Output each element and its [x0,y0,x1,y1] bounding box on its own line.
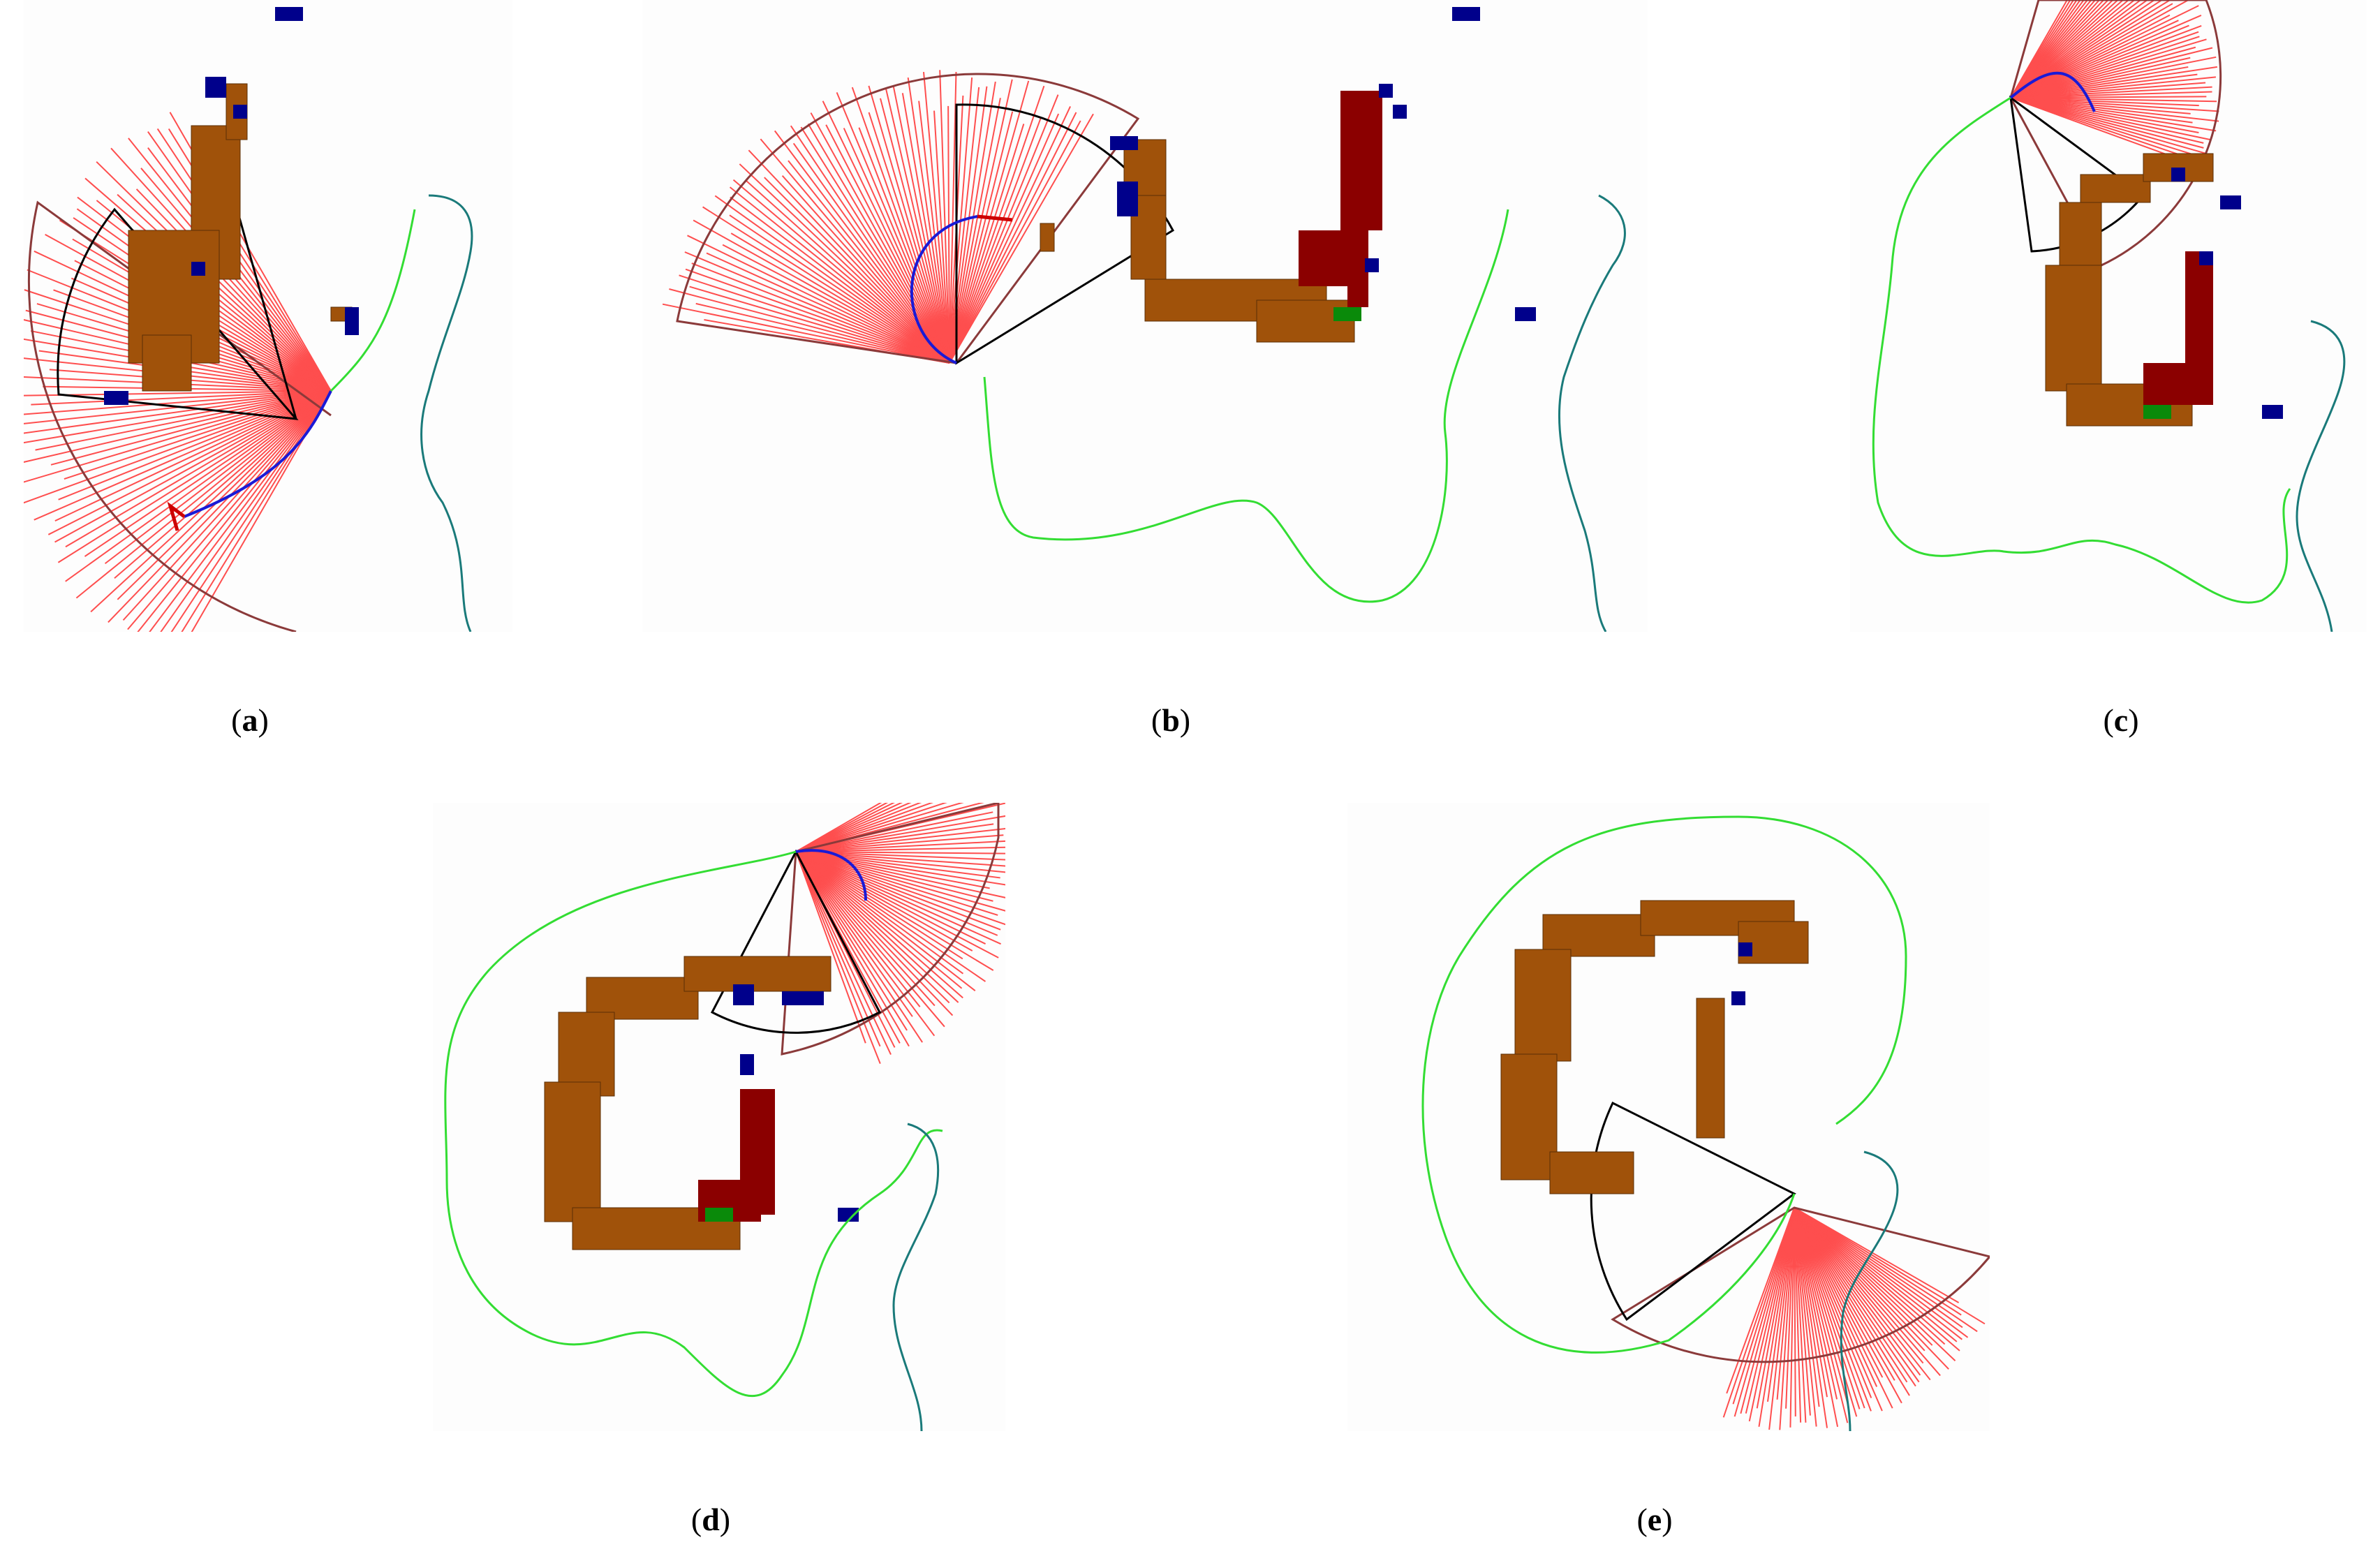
panel-d-plot [433,803,1005,1431]
sonar-ray [788,161,949,363]
coastline [1559,195,1625,632]
goal-cell [1333,307,1361,321]
sonar-rays [1724,1208,1985,1430]
sonar-ray [2011,98,2216,131]
coastline [1841,1152,1898,1431]
sonar-ray [949,112,1076,363]
coastline [2297,321,2344,632]
goal-cell [705,1208,733,1222]
coastline [894,1124,938,1431]
heading-arrow [977,216,1012,220]
sonar-ray [66,391,331,582]
panel-e-plot [1347,803,1990,1431]
detected-cells [698,1089,775,1222]
coastline [422,195,472,632]
detected-cells [2143,251,2213,405]
sonar-ray [76,391,331,598]
caption-c: (c) [2051,702,2191,739]
caption-a: (a) [180,702,320,739]
sonar-rays [2011,0,2219,164]
panel-b-plot [642,0,1648,632]
sonar-ray [1740,1208,1794,1414]
sonar-ray [91,391,331,612]
panel-c-plot [1850,0,2367,632]
caption-d: (d) [641,1501,781,1538]
sonar-ray [108,391,331,622]
sonar-ray [128,391,331,630]
detected-cells [1299,91,1382,307]
panel-b [642,0,1648,632]
sonar-rays [796,803,1005,1064]
goal-cell [2143,405,2171,419]
target-cells [1731,942,1752,1005]
panel-d [433,803,1005,1431]
panel-a [24,0,512,632]
map-cells [1501,901,1808,1194]
sonar-ray [58,391,331,563]
sonar-ray [1759,1208,1794,1427]
caption-b: (b) [1101,702,1241,739]
panel-a-plot [24,0,512,632]
sonar-ray [949,124,1023,363]
traj-green [445,852,943,1396]
caption-e: (e) [1585,1501,1724,1538]
traj-green [984,209,1508,602]
traj-green [331,209,415,391]
panel-c [1850,0,2367,632]
sonar-ray [796,812,993,852]
sonar-ray [2011,98,2203,148]
fov-sector [1591,1103,1794,1319]
panel-e [1347,803,1990,1431]
